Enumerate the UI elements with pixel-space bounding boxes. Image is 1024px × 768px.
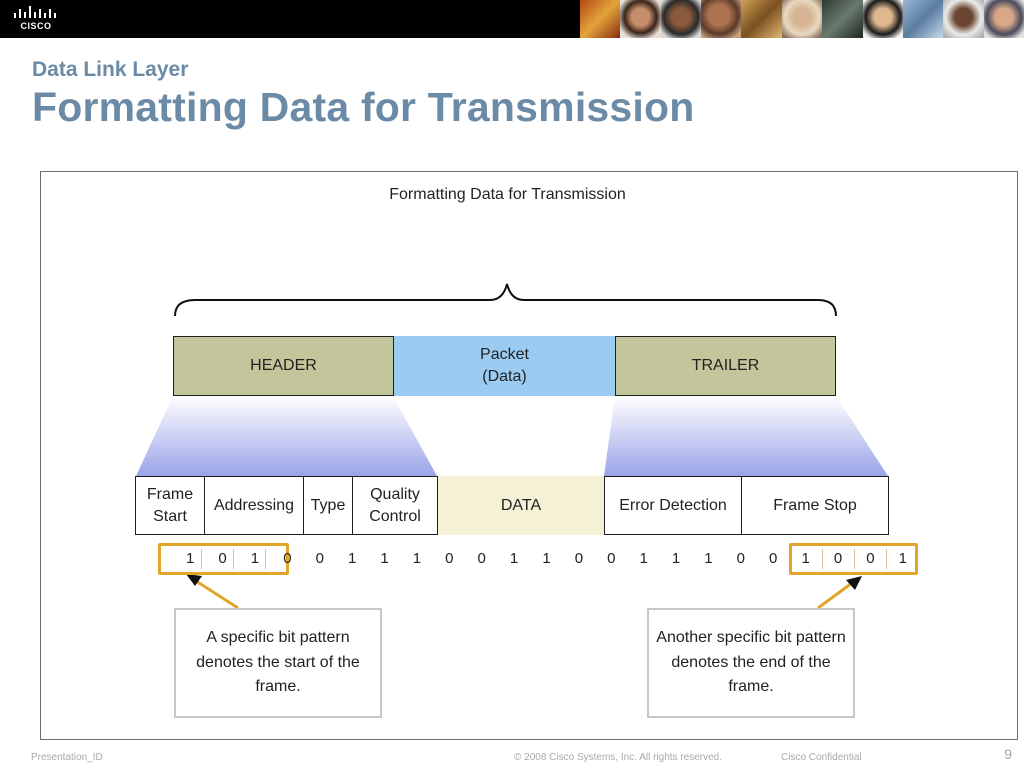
start-pattern-highlight: [158, 543, 289, 575]
packet-label-line2: (Data): [482, 368, 527, 385]
bit: 1: [250, 550, 260, 567]
end-callout-line1: Another specific bit pattern: [656, 629, 846, 647]
footer-presentation-id: Presentation_ID: [31, 752, 103, 763]
error-detection-field: Error Detection: [604, 476, 742, 535]
trailer-label: TRAILER: [691, 357, 760, 374]
bit: 0: [574, 550, 584, 567]
bit: 1: [186, 550, 195, 567]
bit-stream: 1 0 1 0 0 1 1 1 0 0 1 1 0 0 1 1 1 0 0 1 …: [174, 548, 919, 570]
bit: 1: [801, 550, 810, 567]
bit: 0: [477, 550, 486, 567]
slide-subtitle: Data Link Layer: [32, 58, 189, 81]
bit: 1: [509, 550, 519, 567]
type-field: Type: [303, 476, 353, 535]
quality-control-line1: Quality: [370, 485, 420, 503]
end-pattern-callout: Another specific bit pattern denotes the…: [647, 608, 855, 718]
bit: 0: [445, 550, 454, 567]
banner-photo: [620, 0, 661, 38]
bit: 1: [671, 550, 681, 567]
bit: 0: [866, 550, 875, 567]
addressing-label: Addressing: [213, 496, 295, 514]
bit: 1: [639, 550, 648, 567]
bit: 1: [380, 550, 389, 567]
banner-photo: [822, 0, 863, 38]
data-field: DATA: [438, 476, 604, 535]
frame-start-line1: Frame: [146, 485, 194, 503]
footer-confidential: Cisco Confidential: [781, 752, 862, 763]
banner-photo-strip: [580, 0, 1024, 38]
footer-copyright: © 2008 Cisco Systems, Inc. All rights re…: [514, 752, 723, 763]
packet-label-line1: Packet: [480, 346, 529, 363]
bit: 1: [542, 550, 551, 567]
bit: 0: [283, 550, 292, 567]
type-label: Type: [310, 496, 346, 514]
bit: 1: [704, 550, 713, 567]
frame-stop-field: Frame Stop: [741, 476, 889, 535]
cisco-logo: CISCO: [12, 4, 60, 34]
banner-photo: [781, 0, 823, 38]
addressing-field: Addressing: [204, 476, 304, 535]
bit: 1: [898, 550, 907, 567]
end-pattern-highlight: [789, 543, 918, 575]
header-label: HEADER: [250, 357, 317, 374]
bit: 0: [315, 550, 324, 567]
figure-title: Formatting Data for Transmission: [389, 186, 626, 203]
bit: 0: [769, 550, 778, 567]
trailer-box: TRAILER: [615, 336, 836, 396]
start-callout-line3: frame.: [255, 678, 301, 696]
page-number: 9: [1004, 746, 1012, 762]
banner-photo: [983, 0, 1024, 38]
slide-title: Formatting Data for Transmission: [32, 84, 695, 130]
banner-photo: [943, 0, 984, 38]
frame-stop-label: Frame Stop: [773, 496, 857, 514]
end-callout-line3: frame.: [728, 678, 774, 696]
cisco-bars-icon: [14, 6, 56, 18]
banner-photo: [660, 0, 702, 38]
top-banner: CISCO: [0, 0, 1024, 38]
bit: 0: [218, 550, 227, 567]
header-box: HEADER: [173, 336, 394, 396]
logo-text: CISCO: [20, 21, 52, 31]
bit: 0: [833, 550, 843, 567]
bit: 1: [412, 550, 422, 567]
banner-photo: [862, 0, 903, 38]
quality-control-line2: Control: [369, 507, 421, 525]
quality-control-field: Quality Control: [352, 476, 438, 535]
bit: 0: [607, 550, 616, 567]
banner-photo: [741, 0, 782, 38]
banner-photo: [902, 0, 944, 38]
start-pattern-callout: A specific bit pattern denotes the start…: [174, 608, 382, 718]
frame-start-field: Frame Start: [135, 476, 205, 535]
frame-start-line2: Start: [153, 507, 187, 525]
end-callout-line2: denotes the end of the: [671, 653, 831, 671]
start-callout-line2: denotes the start of the: [196, 653, 360, 671]
error-detection-label: Error Detection: [619, 496, 727, 514]
data-label: DATA: [500, 496, 542, 514]
bit: 0: [736, 550, 745, 567]
banner-photo: [701, 0, 742, 38]
packet-box: Packet (Data): [394, 336, 615, 396]
bit: 1: [347, 550, 357, 567]
banner-photo: [580, 0, 621, 38]
start-callout-line1: A specific bit pattern: [206, 629, 350, 647]
